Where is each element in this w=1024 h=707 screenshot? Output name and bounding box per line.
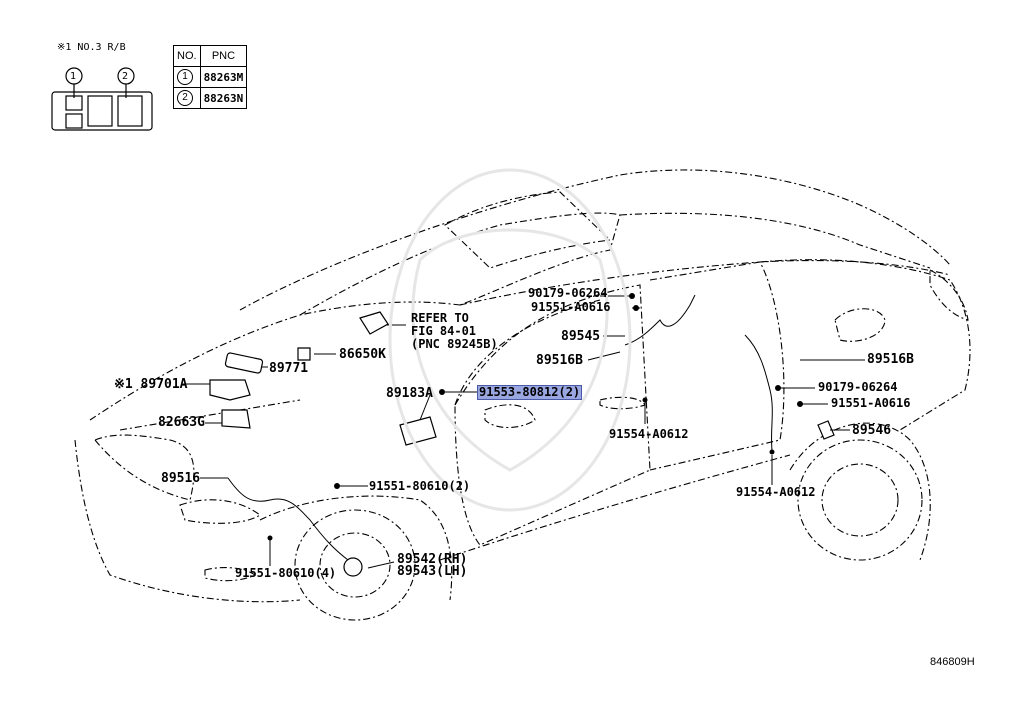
part-label-91554-a0612-front[interactable]: 91554-A0612 [609,427,689,441]
front-harness [227,477,349,561]
rear-sensor-89546-part [817,420,835,440]
side-belt [459,259,951,306]
pnc-row-no: 2 [177,90,193,106]
figure-code: 846809H [930,656,975,668]
relay-slot-1a [65,95,83,111]
pnc-row-no: 1 [177,69,193,85]
a-pillar [454,299,601,406]
front-wheel-hub [319,532,391,598]
front-bumper [74,439,301,603]
hood-crease [119,399,301,431]
rear-wheel [797,439,923,561]
part-label-91551-80610-2[interactable]: 91551-80610(2) [369,479,471,493]
front-door [454,284,651,546]
windshield [299,212,621,316]
pnc-header-no: NO. [173,45,201,67]
legend-circle-1-label: 1 [70,71,77,82]
part-label-89542-rh[interactable]: 89542(RH) [397,552,468,567]
bracket-82663g-part [221,409,251,429]
part-label-89543-lh[interactable]: 89543(LH) [397,564,468,579]
part-label-86650k[interactable]: 86650K [339,347,386,362]
part-label-89771[interactable]: 89771 [269,361,309,376]
fog-lamp [204,566,257,582]
part-label-91554-a0612-rear[interactable]: 91554-A0612 [736,485,816,499]
part-label-89701a[interactable]: ※1 89701A [114,377,188,392]
bracket-89701a-part [209,379,251,401]
relay-slot-2 [87,95,113,127]
watermark-logo [388,168,632,512]
rear-window [619,212,931,269]
rear-wheel-hub [821,463,899,537]
part-label-89183a[interactable]: 89183A [386,386,433,401]
part-label-89516b-right[interactable]: 89516B [867,352,914,367]
pnc-table: NO. PNC 1 88263M 2 88263N [173,45,248,109]
pnc-row-code[interactable]: 88263N [199,87,248,109]
refer-line-1: REFER TO [411,311,469,325]
part-label-91551-a0616-lower[interactable]: 91551-A0616 [831,396,911,410]
front-wheel [294,509,416,621]
relay-slot-1b [65,113,83,129]
part-label-89516b-left[interactable]: 89516B [536,353,583,368]
part-label-91551-80610-4[interactable]: 91551-80610(4) [235,566,337,580]
roof-outline [239,169,951,311]
part-label-82663g[interactable]: 82663G [158,415,205,430]
part-label-89516[interactable]: 89516 [161,471,201,486]
part-label-89545[interactable]: 89545 [561,329,601,344]
grille [94,434,195,501]
part-label-89546[interactable]: 89546 [852,423,892,438]
pnc-header-pnc: PNC [199,45,248,67]
taillamp [929,269,969,321]
front-fender [259,495,453,601]
sensor-86650k-part [297,347,311,361]
sunroof [444,191,612,269]
fuel-door [834,308,886,342]
legend-circle-2-label: 2 [122,71,129,82]
refer-part [359,311,389,335]
sensor-89771-part [224,352,264,374]
rear-harness [744,334,773,451]
refer-line-3[interactable]: (PNC 89245B) [411,337,498,351]
rocker [439,454,791,561]
refer-line-2[interactable]: FIG 84-01 [411,324,477,338]
table-row: 1 88263M [173,66,248,88]
rear-door [649,261,785,471]
mirror [484,404,536,429]
pnc-row-code[interactable]: 88263M [199,66,248,88]
part-label-91551-a0616-upper[interactable]: 91551-A0616 [531,300,611,314]
part-label-90179-06264-lower[interactable]: 90179-06264 [818,380,898,394]
front-speed-sensor-rotor [343,557,363,577]
part-label-90179-06264-upper[interactable]: 90179-06264 [528,286,608,300]
part-label-91553-80812-highlighted[interactable]: 91553-80812(2) [477,385,583,400]
headlamp [179,499,261,524]
table-row: 2 88263N [173,87,248,109]
legend-note: ※1 NO.3 R/B [57,42,126,53]
relay-slot-3 [117,95,143,127]
rear-quarter [759,259,971,431]
rear-door-harness [624,294,696,346]
